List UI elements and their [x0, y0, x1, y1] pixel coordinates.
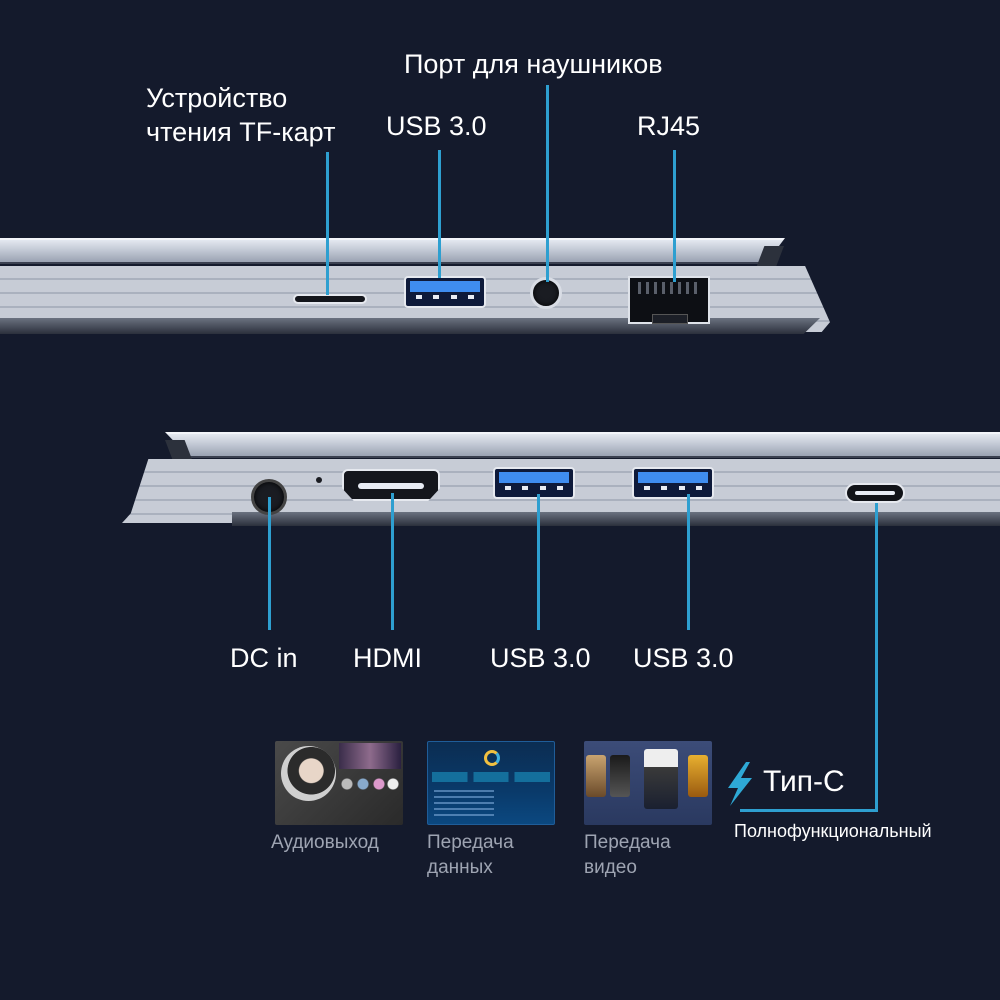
leader-line-tf	[326, 152, 329, 295]
headphone-person-image	[281, 746, 336, 801]
leader-line-dc-in	[268, 497, 271, 630]
data-transfer-thumbnail	[427, 741, 555, 825]
feature-audio-out-label: Аудиовыход	[271, 832, 379, 853]
label-rj45: RJ45	[637, 111, 701, 141]
usb-port-top	[404, 276, 486, 308]
lid-hinge	[165, 440, 193, 462]
feature-video-line1: Передача	[584, 832, 671, 853]
leader-line-type-c-horizontal	[740, 809, 878, 812]
type-c-port	[845, 483, 905, 503]
feature-video-line2: видео	[584, 857, 637, 878]
usb-port-b	[632, 467, 714, 499]
laptop-lid	[0, 238, 785, 264]
tf-card-slot	[293, 294, 367, 304]
label-hdmi: HDMI	[353, 643, 422, 673]
label-usb-top: USB 3.0	[386, 111, 487, 141]
rj45-port	[628, 276, 710, 324]
audio-out-thumbnail	[275, 741, 403, 825]
leader-line-type-c	[875, 503, 878, 812]
base-underside	[0, 318, 820, 334]
usb-port-a	[493, 467, 575, 499]
feature-data-line1: Передача	[427, 832, 514, 853]
lid-hinge	[756, 246, 784, 268]
status-led	[316, 477, 322, 483]
leader-line-hdmi	[391, 493, 394, 630]
label-usb-b: USB 3.0	[633, 643, 734, 673]
feature-video-transfer-label: Передача видео	[584, 830, 671, 880]
label-tf-reader-line2: чтения TF-карт	[146, 117, 336, 147]
laptop-lid	[165, 432, 1000, 458]
leader-line-rj45	[673, 150, 676, 282]
headphone-jack	[530, 277, 562, 309]
label-headphone-port: Порт для наушников	[404, 49, 663, 79]
video-transfer-thumbnail	[584, 741, 712, 825]
type-c-subtitle: Полнофункциональный	[734, 821, 932, 841]
progress-ring-icon	[484, 750, 500, 766]
feature-data-line2: данных	[427, 857, 493, 878]
type-c-title: Тип-С	[763, 765, 845, 798]
leader-line-usb-a	[537, 494, 540, 630]
label-usb-a: USB 3.0	[490, 643, 591, 673]
label-dc-in: DC in	[230, 643, 298, 673]
lightning-bolt-icon	[728, 762, 752, 806]
leader-line-usb-top	[438, 150, 441, 278]
leader-line-headphone	[546, 85, 549, 282]
base-underside	[232, 512, 1000, 526]
label-tf-reader-line1: Устройство	[146, 83, 288, 113]
feature-data-transfer-label: Передача данных	[427, 830, 514, 880]
leader-line-usb-b	[687, 494, 690, 630]
